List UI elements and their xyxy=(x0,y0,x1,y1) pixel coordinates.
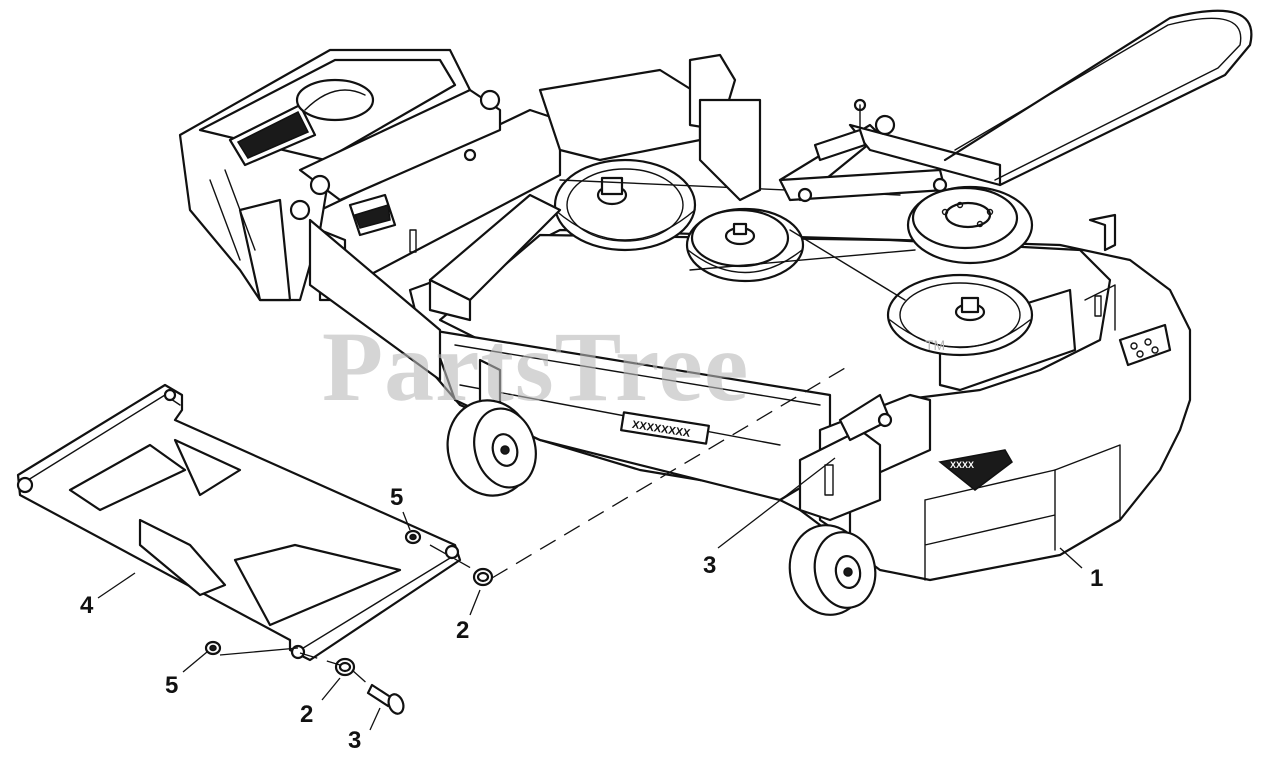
brand-emblem xyxy=(938,449,1013,491)
caster-wheel-left xyxy=(446,358,537,497)
spindle-pulley-right-rear xyxy=(906,185,1034,265)
callout-1: 1 xyxy=(1090,565,1103,592)
idler-pulley-center xyxy=(685,207,805,283)
spindle-pulley-right-front xyxy=(886,273,1034,357)
callout-5-bottom: 5 xyxy=(165,672,178,699)
mower-deck: XXXXXXXX XXXX xyxy=(178,9,1253,616)
callout-3-deck: 3 xyxy=(703,552,716,579)
callout-2-bottom: 2 xyxy=(300,701,313,728)
callout-2-right: 2 xyxy=(456,617,469,644)
carriage-bolt xyxy=(366,683,405,715)
callouts: 1 2 2 3 3 4 5 5 xyxy=(80,484,1103,754)
deck-gearbox-cover xyxy=(178,48,502,302)
locknut-bottom xyxy=(334,657,356,677)
spindle-pulley-left xyxy=(553,158,697,252)
deck-name-plate xyxy=(620,411,710,445)
hardware xyxy=(204,529,494,715)
front-bracket-plate xyxy=(16,383,462,662)
watermark-trademark: TM xyxy=(925,337,945,353)
locknut-right xyxy=(472,567,494,587)
assembly-guide-lines xyxy=(299,367,846,687)
watermark-text: PartsTree xyxy=(322,311,749,422)
callout-5-top: 5 xyxy=(390,484,403,511)
callout-3-bolt: 3 xyxy=(348,727,361,754)
idler-arm xyxy=(778,98,1002,203)
deck-lift-handle xyxy=(943,9,1253,187)
callout-4: 4 xyxy=(80,592,94,619)
brand-emblem-text: XXXX xyxy=(950,460,974,470)
leader-lines xyxy=(97,457,1083,731)
